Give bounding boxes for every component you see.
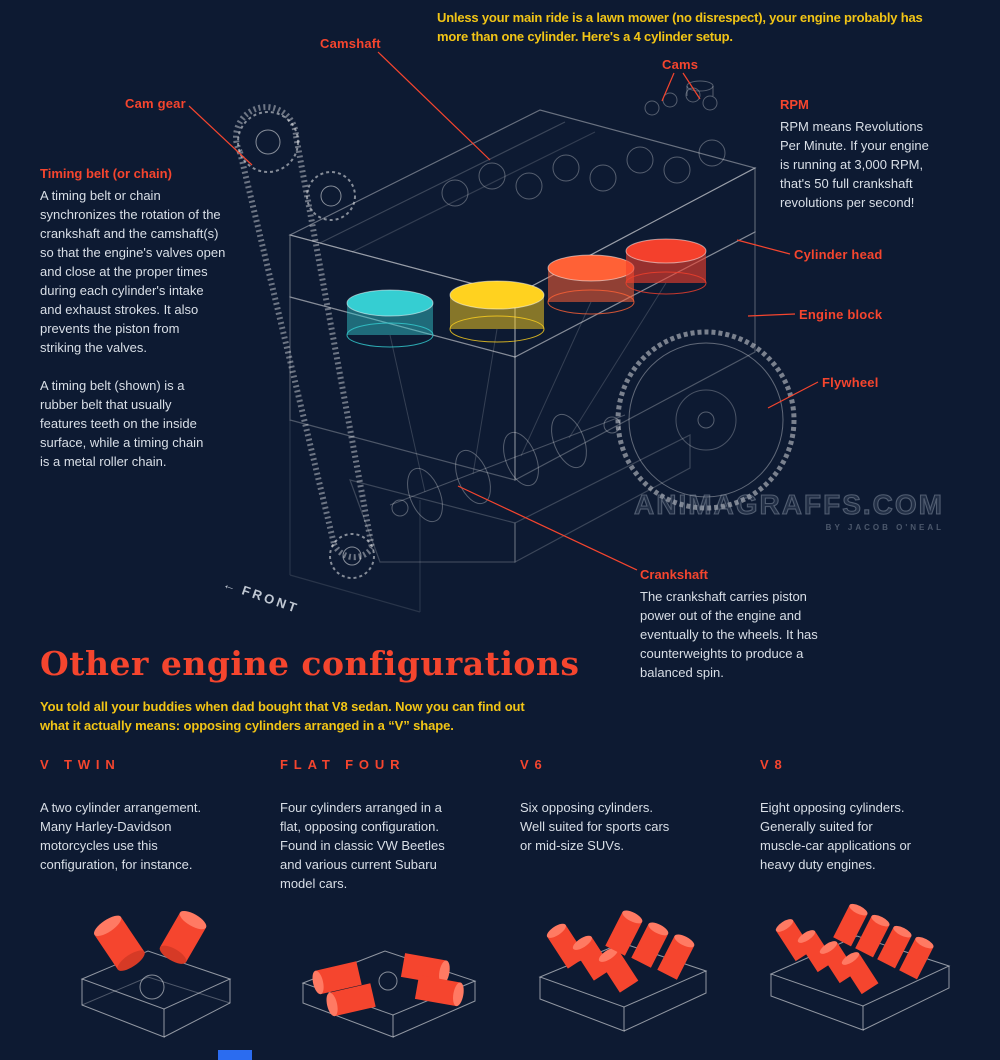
rpm-body: RPM means Revolutions Per Minute. If you… <box>780 119 929 210</box>
pistons <box>346 238 707 348</box>
piston-orange <box>547 254 635 315</box>
piston-yellow <box>449 280 545 343</box>
flat-four-heading: FLAT FOUR <box>280 757 406 772</box>
cams-leader-2 <box>682 72 701 100</box>
column-v8: V8 Eight opposing cylinders. Generally s… <box>760 757 985 874</box>
v-twin-cylinders <box>93 910 207 1000</box>
section-subtitle: You told all your buddies when dad bough… <box>40 699 525 733</box>
watermark-site: ANIMAGRAFFS.COM <box>633 488 944 520</box>
timing-belt-paragraph-1: A timing belt or chain synchronizes the … <box>40 188 226 355</box>
engine-block-wireframe <box>288 109 757 613</box>
cam-gear-leader <box>188 105 253 166</box>
leader-lines <box>188 51 819 571</box>
piston-red <box>625 238 707 295</box>
cylinder-head-leader <box>736 239 791 255</box>
rpm-title: RPM <box>780 97 809 112</box>
crankshaft-title: Crankshaft <box>640 567 708 582</box>
callout-flywheel: Flywheel <box>822 375 879 390</box>
callout-cylinder-head: Cylinder head <box>794 247 883 262</box>
flat-four-cylinders <box>312 953 464 1017</box>
piston-teal <box>346 289 434 348</box>
valvetrain-wireframe <box>441 80 726 207</box>
v8-body: Eight opposing cylinders. Generally suit… <box>760 800 912 872</box>
timing-belt-paragraph-2: A timing belt (shown) is a rubber belt t… <box>40 378 204 469</box>
watermark-byline: BY JACOB O'NEAL <box>825 523 944 532</box>
crankshaft-body: The crankshaft carries piston power out … <box>640 589 818 680</box>
engine-block-leader <box>747 313 796 317</box>
cams-leader-1 <box>661 72 675 102</box>
section-title: Other engine configurations <box>40 644 580 683</box>
column-v6: V6 Six opposing cylinders. Well suited f… <box>520 757 745 855</box>
column-flat-four: FLAT FOUR Four cylinders arranged in a f… <box>280 757 505 893</box>
bottom-blue-strip <box>218 1050 252 1060</box>
intro-caption: Unless your main ride is a lawn mower (n… <box>437 10 923 44</box>
timing-belt-note: Timing belt (or chain) A timing belt or … <box>40 166 225 471</box>
engine-diagram <box>188 51 819 613</box>
callout-camshaft: Camshaft <box>320 36 381 51</box>
timing-belt-title: Timing belt (or chain) <box>40 166 172 181</box>
v8-heading: V8 <box>760 757 788 772</box>
v-twin-body: A two cylinder arrangement. Many Harley-… <box>40 800 202 872</box>
flywheel-wireframe <box>615 329 797 511</box>
v6-body: Six opposing cylinders. Well suited for … <box>520 800 670 853</box>
column-v-twin: V TWIN A two cylinder arrangement. Many … <box>40 757 265 874</box>
v-twin-illustration <box>52 893 252 1048</box>
callout-cams: Cams <box>662 57 699 72</box>
rpm-note: RPM RPM means Revolutions Per Minute. If… <box>780 97 929 212</box>
v6-heading: V6 <box>520 757 548 772</box>
v8-illustration <box>755 888 955 1043</box>
watermark: ANIMAGRAFFS.COM BY JACOB O'NEAL <box>632 488 944 532</box>
flat-four-body: Four cylinders arranged in a flat, oppos… <box>280 800 445 891</box>
flywheel-leader <box>767 381 819 409</box>
callout-engine-block: Engine block <box>799 307 883 322</box>
crankshaft-leader <box>457 485 638 571</box>
crankshaft-wireframe <box>389 282 667 523</box>
callout-cam-gear: Cam gear <box>125 96 186 111</box>
v8-cylinders <box>775 903 934 995</box>
v6-cylinders <box>546 910 695 993</box>
v-twin-heading: V TWIN <box>40 757 121 772</box>
timing-belt-wireframe <box>233 104 375 579</box>
v6-illustration <box>518 893 718 1048</box>
camshaft-leader <box>377 51 491 161</box>
crankshaft-note: Crankshaft The crankshaft carries piston… <box>640 567 818 682</box>
flat-four-illustration <box>285 903 485 1058</box>
